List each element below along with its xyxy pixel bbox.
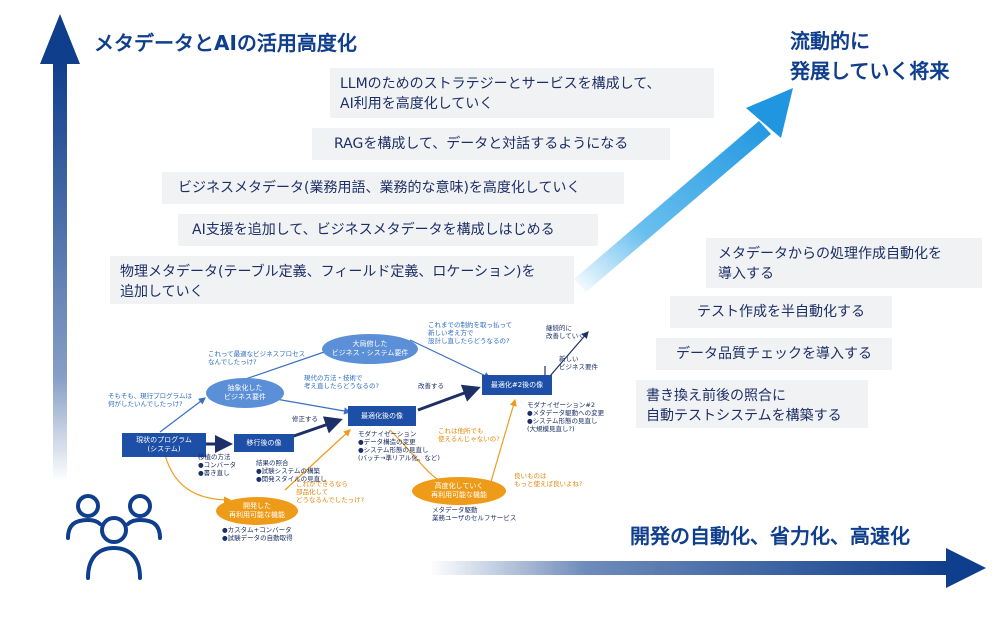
left-step-physical-metadata-line2: 追加していく (120, 284, 204, 300)
note-modernization-1: モダナイゼーション ●データ構造の変更 ●システム形態の見直し (バッチ→準リア… (358, 430, 440, 462)
node-abstracted-requirements: 抽象化した ビジネス要件 (206, 378, 284, 408)
right-step-auto-generation-line1: メタデータからの処理作成自動化を (718, 246, 942, 262)
note-question-2: これって最適なビジネスプロセス なんでしたっけ? (208, 350, 306, 366)
left-step-rag: RAGを構成して、データと対話するようになる (312, 128, 670, 160)
left-step-llm: LLMのためのストラテジーとサービスを構成して、 AI利用を高度化していく (330, 68, 714, 118)
node-big-picture-requirements: 大局俯した ビジネス・システム要件 (322, 334, 418, 364)
node-optimized-2: 最適化#2後の像 (482, 375, 552, 395)
node-optimized: 最適化後の像 (348, 406, 416, 426)
right-step-auto-test-line2: 自動テストシステムを構築する (646, 408, 842, 424)
vertical-axis-title: メタデータとAIの活用高度化 (94, 31, 357, 55)
note-question-1: そもそも、現行プログラムは 何がしたいんでしたっけ? (108, 392, 192, 408)
top-right-title: 流動的に 発展していく将来 (790, 26, 949, 86)
left-step-ai-support: AI支援を追加して、ビジネスメタデータを構成しはじめる (178, 214, 598, 246)
node-reusable-function: 開発した 再利用可能な機能 (216, 497, 298, 525)
label-improve: 改善する (418, 382, 444, 390)
right-step-test-semiauto: テスト作成を半自動化する (670, 296, 892, 328)
note-question-4: 現代の方法・技術で 考え直したらどうなるの? (304, 374, 379, 390)
left-step-physical-metadata-line1: 物理メタデータ(テーブル定義、フィールド定義、ロケーション)を (120, 264, 536, 280)
left-step-rag-line1: RAGを構成して、データと対話するようになる (334, 136, 629, 152)
left-step-llm-line2: AI利用を高度化していく (340, 96, 494, 112)
top-right-title-line1: 流動的に (790, 29, 870, 53)
note-result-verification: 結果の照合 ●試験システムの構築 ●開発スタイルの見直し (256, 459, 327, 483)
right-step-test-semiauto-line1: テスト作成を半自動化する (697, 304, 865, 320)
vertical-axis-arrow (40, 14, 80, 482)
node-advanced-reusable-function: 高度化していく 再利用可能な機能 (412, 477, 506, 505)
note-orange-1: これができるなら 部品化して どうなるんでしたっけ? (296, 480, 365, 504)
right-step-auto-generation: メタデータからの処理作成自動化を 導入する (706, 238, 982, 288)
note-advanced-detail: メタデータ駆動 業務ユーザのセルフサービス (432, 506, 517, 522)
user-group-icon (66, 494, 162, 580)
node-current-program: 現状のプログラム (システム) (122, 433, 206, 457)
left-step-business-metadata: ビジネスメタデータ(業務用語、業務的な意味)を高度化していく (162, 172, 624, 204)
note-continuous: 継続的に 改善していく (546, 324, 585, 340)
node-migrated: 移行後の像 (234, 434, 294, 452)
note-migration-methods: 移植の方法 ●コンバータ ●書き直し (198, 453, 237, 477)
note-orange-2: これは他所でも 使えるんじゃないの? (438, 427, 500, 443)
horizontal-axis-arrow (430, 548, 986, 588)
right-step-auto-test-line1: 書き換え前後の照合に (646, 388, 786, 404)
right-step-auto-test: 書き換え前後の照合に 自動テストシステムを構築する (636, 380, 868, 428)
right-step-auto-generation-line2: 導入する (718, 266, 774, 282)
label-fix: 修正する (292, 415, 318, 423)
left-step-ai-support-line1: AI支援を追加して、ビジネスメタデータを構成しはじめる (192, 222, 555, 238)
note-question-3: これまでの制約を取っ払って 新しい考え方で 設計し直したらどうなるの? (428, 321, 513, 345)
horizontal-axis-title: 開発の自動化、省力化、高速化 (630, 524, 910, 548)
left-step-business-metadata-line1: ビジネスメタデータ(業務用語、業務的な意味)を高度化していく (178, 180, 581, 196)
right-step-quality-check: データ品質チェックを導入する (656, 338, 892, 370)
note-reuse-detail: ●カスタム+コンバータ ●試験データの自動取得 (222, 526, 293, 542)
note-orange-3: 良いものは もっと使えば良いよね? (514, 472, 583, 488)
left-step-llm-line1: LLMのためのストラテジーとサービスを構成して、 (340, 76, 661, 92)
note-new-requirements: 新しい ビジネス要件 (559, 355, 598, 371)
note-modernization-2: モダナイゼーション#2 ●メタデータ駆動への変更 ●システム形態の見直し (大規… (527, 401, 605, 433)
right-step-quality-check-line1: データ品質チェックを導入する (676, 346, 872, 362)
top-right-title-line2: 発展していく将来 (790, 59, 950, 83)
left-step-physical-metadata: 物理メタデータ(テーブル定義、フィールド定義、ロケーション)を 追加していく (110, 256, 574, 304)
diagonal-growth-arrow (574, 88, 793, 292)
